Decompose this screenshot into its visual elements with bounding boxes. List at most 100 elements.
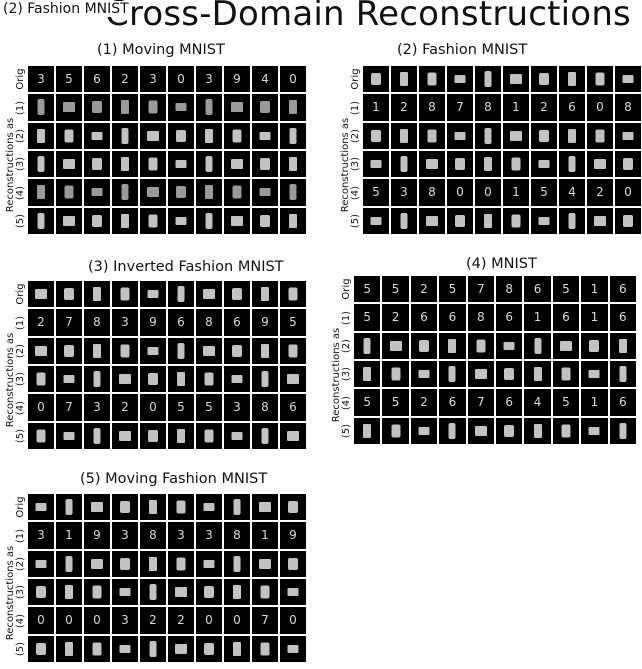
clothing-shape bbox=[148, 429, 158, 442]
clothing-shape bbox=[595, 72, 605, 86]
image-cell bbox=[280, 179, 306, 206]
clothing-shape bbox=[289, 184, 297, 201]
clothing-shape bbox=[93, 371, 101, 388]
clothing-shape bbox=[93, 287, 101, 302]
clothing-shape bbox=[260, 158, 270, 171]
image-cell bbox=[140, 337, 166, 364]
clothing-shape bbox=[363, 423, 372, 438]
image-cell: 6 bbox=[524, 276, 551, 303]
digit-glyph: 8 bbox=[624, 100, 632, 115]
image-cell bbox=[56, 635, 82, 662]
clothing-shape bbox=[203, 345, 215, 356]
digit-glyph: 7 bbox=[65, 315, 73, 330]
image-cell bbox=[140, 207, 166, 234]
clothing-shape bbox=[92, 214, 102, 227]
digit-glyph: 4 bbox=[568, 185, 576, 200]
image-cell bbox=[419, 151, 445, 178]
clothing-shape bbox=[511, 157, 521, 171]
row-label: (5) bbox=[350, 213, 361, 228]
clothing-shape bbox=[36, 642, 46, 655]
image-cell: 2 bbox=[410, 276, 438, 303]
clothing-shape bbox=[121, 100, 129, 115]
clothing-shape bbox=[289, 213, 297, 228]
clothing-shape bbox=[539, 73, 549, 86]
image-cell: 2 bbox=[28, 309, 54, 336]
clothing-shape bbox=[65, 585, 73, 600]
image-cell bbox=[280, 366, 306, 393]
digit-glyph: 3 bbox=[149, 72, 157, 87]
image-cell bbox=[439, 332, 466, 359]
image-cell: 8 bbox=[419, 179, 445, 206]
clothing-shape bbox=[568, 128, 576, 143]
clothing-shape bbox=[484, 157, 492, 172]
digit-glyph: 8 bbox=[233, 528, 241, 543]
image-cell bbox=[224, 366, 250, 393]
clothing-shape bbox=[147, 187, 159, 198]
image-cell: 5 bbox=[354, 389, 381, 416]
clothing-shape bbox=[205, 212, 213, 229]
image-cell bbox=[28, 579, 54, 606]
image-cell: 0 bbox=[475, 179, 501, 206]
image-cell: 6 bbox=[609, 389, 636, 416]
image-cell bbox=[439, 417, 466, 444]
image-cell bbox=[196, 494, 222, 521]
clothing-shape bbox=[65, 499, 73, 516]
clothing-shape bbox=[233, 641, 241, 656]
row-label: (1) bbox=[15, 100, 26, 115]
image-cell bbox=[382, 417, 409, 444]
clothing-shape bbox=[232, 185, 242, 199]
image-cell bbox=[28, 337, 54, 364]
clothing-shape bbox=[287, 644, 299, 653]
clothing-shape bbox=[231, 159, 243, 170]
image-cell bbox=[475, 151, 501, 178]
image-cell bbox=[224, 550, 250, 577]
image-cell bbox=[56, 579, 82, 606]
image-cell bbox=[559, 151, 585, 178]
digit-glyph: 5 bbox=[391, 282, 400, 297]
digit-glyph: 3 bbox=[233, 400, 241, 415]
clothing-shape bbox=[36, 586, 46, 599]
image-cell bbox=[28, 366, 54, 393]
image-cell bbox=[419, 207, 445, 234]
image-cell: 0 bbox=[56, 607, 82, 634]
clothing-shape bbox=[623, 158, 633, 171]
digit-glyph: 5 bbox=[363, 395, 372, 410]
clothing-shape bbox=[289, 100, 297, 115]
digit-glyph: 3 bbox=[37, 72, 45, 87]
digit-glyph: 1 bbox=[261, 528, 269, 543]
digit-glyph: 8 bbox=[428, 185, 436, 200]
image-cell: 0 bbox=[587, 94, 613, 121]
clothing-shape bbox=[121, 213, 129, 228]
digit-glyph: 5 bbox=[363, 310, 372, 325]
image-cell bbox=[439, 361, 466, 388]
image-cell bbox=[140, 179, 166, 206]
clothing-shape bbox=[231, 102, 243, 113]
image-cell: 3 bbox=[84, 394, 110, 421]
clothing-shape bbox=[35, 559, 47, 568]
clothing-shape bbox=[287, 374, 299, 385]
row-label: (1) bbox=[15, 528, 26, 543]
clothing-shape bbox=[619, 366, 627, 383]
row-label: (5) bbox=[15, 641, 26, 656]
row-label: (1) bbox=[15, 315, 26, 330]
clothing-shape bbox=[119, 430, 131, 441]
image-cell bbox=[467, 417, 494, 444]
image-cell bbox=[252, 122, 278, 149]
digit-glyph: 5 bbox=[205, 400, 213, 415]
digit-glyph: 3 bbox=[121, 315, 129, 330]
clothing-shape bbox=[92, 101, 102, 114]
image-cell bbox=[84, 494, 110, 521]
image-cell bbox=[140, 281, 166, 308]
image-cell bbox=[56, 207, 82, 234]
image-cell bbox=[168, 94, 194, 121]
image-cell bbox=[524, 417, 551, 444]
digit-glyph: 2 bbox=[37, 315, 45, 330]
clothing-shape bbox=[288, 344, 298, 358]
row-label: (2) bbox=[15, 343, 26, 358]
digit-glyph: 1 bbox=[512, 100, 520, 115]
image-cell bbox=[552, 417, 580, 444]
clothing-shape bbox=[588, 426, 600, 435]
image-cell bbox=[552, 361, 580, 388]
